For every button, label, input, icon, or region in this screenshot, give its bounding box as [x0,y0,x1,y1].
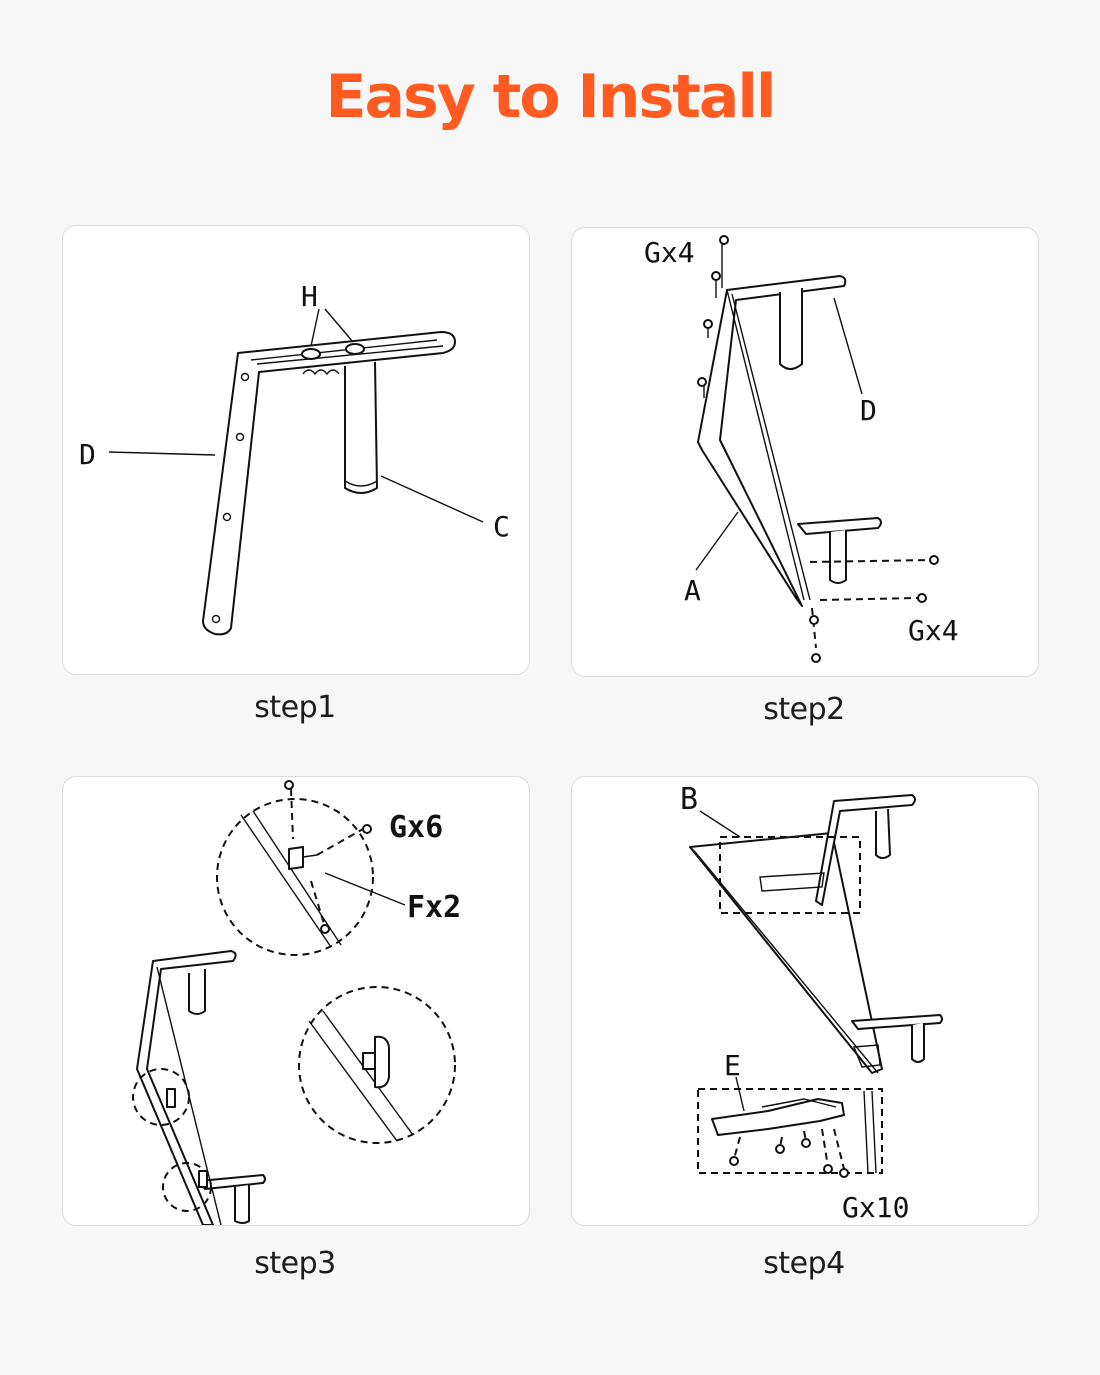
label-b: B [680,782,698,817]
step4-panel: B E Gx10 [571,776,1039,1226]
leader-b [699,810,741,838]
label-h: H [301,280,318,313]
label-f: Fx2 [407,890,461,925]
label-g: Gx10 [842,1191,909,1224]
leg-c-part [302,361,378,494]
leader-e [735,1076,745,1112]
label-d: D [79,438,96,471]
label-g: Gx6 [389,810,443,845]
label-a: A [684,574,701,607]
step1-panel: H D C [62,225,530,675]
leader-h [310,308,354,347]
leader-c [380,475,484,523]
label-g-top: Gx4 [644,236,695,269]
label-g-bottom: Gx4 [908,614,959,647]
screws-g-part [284,780,372,934]
label-c: C [493,510,510,543]
detail-circles [132,798,456,1212]
shelf-a-part [697,275,882,607]
step1-caption: step1 [254,690,336,725]
leader-d [108,451,216,456]
step1-diagram: H D C [79,280,510,636]
detail-boxes [697,836,883,1174]
bracket-d-part [202,331,456,636]
step2-caption: step2 [763,692,845,727]
step3-caption: step3 [254,1246,336,1281]
step2-diagram: Gx4 D A Gx4 [644,235,959,663]
screws-g-part [697,235,939,663]
leader-a [695,511,739,571]
shelf-part [136,950,266,1225]
leader-d [833,297,863,395]
step3-diagram: Gx6 Fx2 [132,780,461,1225]
page-title: Easy to Install [325,62,776,132]
step2-panel: Gx4 D A Gx4 [571,227,1039,677]
step3-panel: Gx6 Fx2 [62,776,530,1226]
screws-g-part [729,1128,849,1178]
step4-caption: step4 [763,1246,845,1281]
bracket-e-part [711,1090,877,1174]
step4-diagram: B E Gx10 [680,782,943,1224]
label-e: E [724,1049,741,1082]
label-d: D [860,394,877,427]
leader-f [324,872,406,906]
